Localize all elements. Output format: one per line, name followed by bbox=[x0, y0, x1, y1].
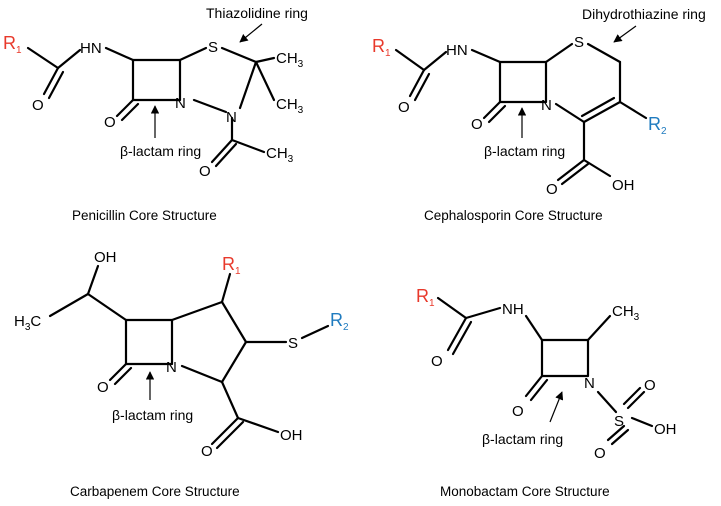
monobactam-bonds bbox=[436, 296, 654, 446]
carbonyl-oxygen-label: O bbox=[431, 353, 443, 370]
penicillin-caption: Penicillin Core Structure bbox=[72, 208, 217, 223]
monobactam-caption: Monobactam Core Structure bbox=[440, 484, 610, 499]
thioether-sulfur-label: S bbox=[288, 335, 298, 352]
acetyl-methyl-label: CH3 bbox=[266, 145, 294, 165]
monobactam-structure: R1 NH CH3 O O N S O O OH β-lactam ring M… bbox=[416, 286, 677, 499]
penicillin-bonds bbox=[26, 46, 276, 168]
carboxyl-hydroxyl-label: OH bbox=[612, 177, 635, 194]
amide-nitrogen-label: HN bbox=[80, 40, 102, 57]
methyl-label: CH3 bbox=[276, 50, 304, 70]
r1-group-label: R1 bbox=[416, 286, 435, 309]
thiazolidine-ring-arrow bbox=[239, 23, 263, 43]
ring-nitrogen-label: N bbox=[175, 95, 186, 112]
cephalosporin-caption: Cephalosporin Core Structure bbox=[424, 208, 603, 223]
carboxyl-hydroxyl-label: OH bbox=[280, 427, 303, 444]
carbapenem-caption: Carbapenem Core Structure bbox=[70, 484, 240, 499]
penicillin-structure: R1 HN O O N S N CH3 CH3 CH3 O Thiazolidi… bbox=[3, 5, 308, 223]
ring-nitrogen-label: N bbox=[584, 375, 595, 392]
carbonyl-oxygen-label: O bbox=[398, 99, 410, 116]
dihydrothiazine-ring-label: Dihydrothiazine ring bbox=[582, 6, 706, 22]
r1-group-label: R1 bbox=[222, 254, 241, 277]
dihydrothiazine-ring-arrow bbox=[613, 25, 637, 43]
lactam-oxygen-label: O bbox=[512, 403, 524, 420]
carboxyl-oxygen-label: O bbox=[546, 181, 558, 198]
carbapenem-structure: OH H3C R1 O N S R2 O OH β-lactam ring Ca… bbox=[14, 249, 349, 499]
r1-group-label: R1 bbox=[372, 36, 391, 59]
cephalosporin-structure: R1 HN O O N S R2 O OH Dihydrothiazine ri… bbox=[372, 6, 706, 223]
cephalosporin-atoms: R1 HN O O N S R2 O OH bbox=[372, 34, 667, 198]
r2-group-label: R2 bbox=[648, 114, 667, 137]
sulfonyl-hydroxyl-label: OH bbox=[654, 421, 677, 438]
r1-group-label: R1 bbox=[3, 33, 22, 56]
methyl-label: CH3 bbox=[276, 96, 304, 116]
ring-sulfur-label: S bbox=[208, 39, 218, 56]
sulfonyl-sulfur-label: S bbox=[614, 413, 624, 430]
acetyl-oxygen-label: O bbox=[199, 163, 211, 180]
carbapenem-atoms: OH H3C R1 O N S R2 O OH bbox=[14, 249, 349, 460]
monobactam-lactam-label: β-lactam ring bbox=[482, 431, 563, 447]
methyl-label: CH3 bbox=[612, 303, 640, 323]
carboxyl-oxygen-label: O bbox=[201, 443, 213, 460]
hydroxyl-label: OH bbox=[94, 249, 117, 266]
carbapenem-lactam-label: β-lactam ring bbox=[112, 407, 193, 423]
penicillin-atoms: R1 HN O O N S N CH3 CH3 CH3 O bbox=[3, 33, 304, 180]
monobactam-lactam-arrow bbox=[549, 391, 564, 423]
carbapenem-bonds bbox=[48, 264, 330, 450]
carbonyl-oxygen-label: O bbox=[32, 97, 44, 114]
ring-nitrogen-label: N bbox=[166, 359, 177, 376]
amide-nitrogen-label: HN bbox=[446, 42, 468, 59]
ring-nitrogen-label: N bbox=[226, 109, 237, 126]
amide-nitrogen-label: NH bbox=[502, 301, 524, 318]
monobactam-atoms: R1 NH CH3 O O N S O O OH bbox=[416, 286, 677, 462]
lactam-oxygen-label: O bbox=[104, 114, 116, 131]
sulfonyl-oxygen-label: O bbox=[594, 445, 606, 462]
cephalosporin-lactam-label: β-lactam ring bbox=[484, 143, 565, 159]
ring-nitrogen-label: N bbox=[541, 97, 552, 114]
cephalosporin-bonds bbox=[394, 42, 648, 186]
thiazolidine-ring-label: Thiazolidine ring bbox=[206, 5, 308, 21]
lactam-oxygen-label: O bbox=[471, 116, 483, 133]
methyl-label: H3C bbox=[14, 313, 41, 333]
r2-group-label: R2 bbox=[330, 310, 349, 333]
sulfonyl-oxygen-label: O bbox=[644, 377, 656, 394]
ring-sulfur-label: S bbox=[574, 34, 584, 51]
penicillin-lactam-label: β-lactam ring bbox=[120, 143, 201, 159]
lactam-oxygen-label: O bbox=[97, 379, 109, 396]
